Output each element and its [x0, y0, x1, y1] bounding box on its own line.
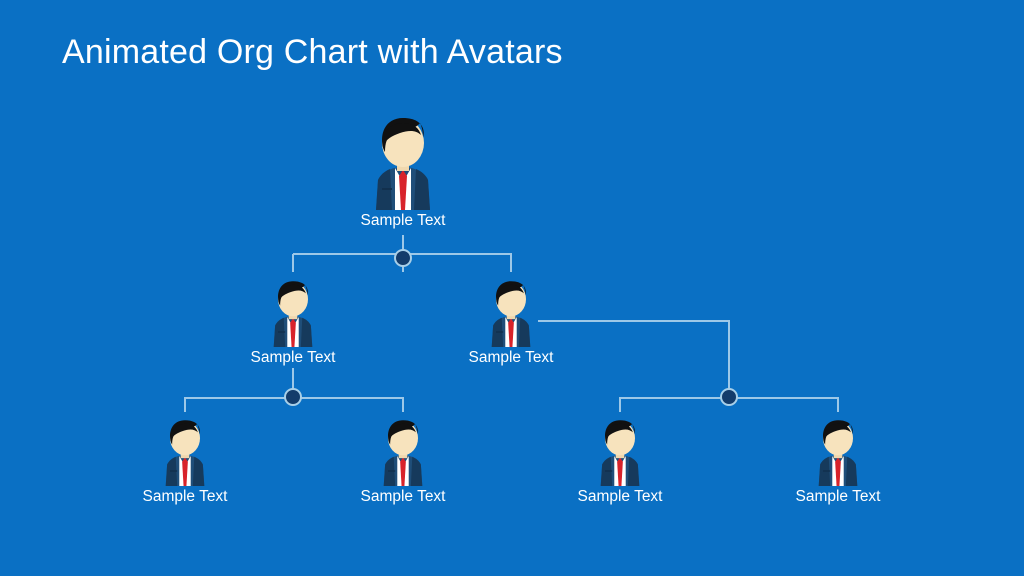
page-title: Animated Org Chart with Avatars — [62, 33, 563, 71]
org-node-label: Sample Text — [795, 488, 881, 505]
org-node-label: Sample Text — [468, 349, 554, 366]
connector-right-branch — [538, 320, 730, 389]
org-node-level3-1[interactable]: Sample Text — [85, 416, 285, 506]
junction-dot-right — [720, 388, 738, 406]
avatar-icon — [491, 281, 531, 347]
avatar-icon — [383, 420, 423, 486]
junction-dot-left — [284, 388, 302, 406]
avatar-icon — [376, 118, 430, 210]
avatar-icon — [818, 420, 858, 486]
junction-dot-level1 — [394, 249, 412, 267]
org-node-level3-4[interactable]: Sample Text — [738, 416, 938, 506]
org-node-label: Sample Text — [577, 488, 663, 505]
org-node-level3-3[interactable]: Sample Text — [520, 416, 720, 506]
org-node-level2-left[interactable]: Sample Text — [193, 277, 393, 367]
org-node-label: Sample Text — [360, 488, 446, 505]
avatar-icon — [273, 281, 313, 347]
avatar-icon — [600, 420, 640, 486]
org-node-level3-2[interactable]: Sample Text — [303, 416, 503, 506]
org-node-level2-right[interactable]: Sample Text — [411, 277, 611, 367]
org-node-label: Sample Text — [142, 488, 228, 505]
org-node-label: Sample Text — [250, 349, 336, 366]
org-node-label: Sample Text — [360, 212, 446, 229]
avatar-icon — [165, 420, 205, 486]
junction-dots — [284, 249, 738, 406]
org-node-root[interactable]: Sample Text — [303, 112, 503, 230]
